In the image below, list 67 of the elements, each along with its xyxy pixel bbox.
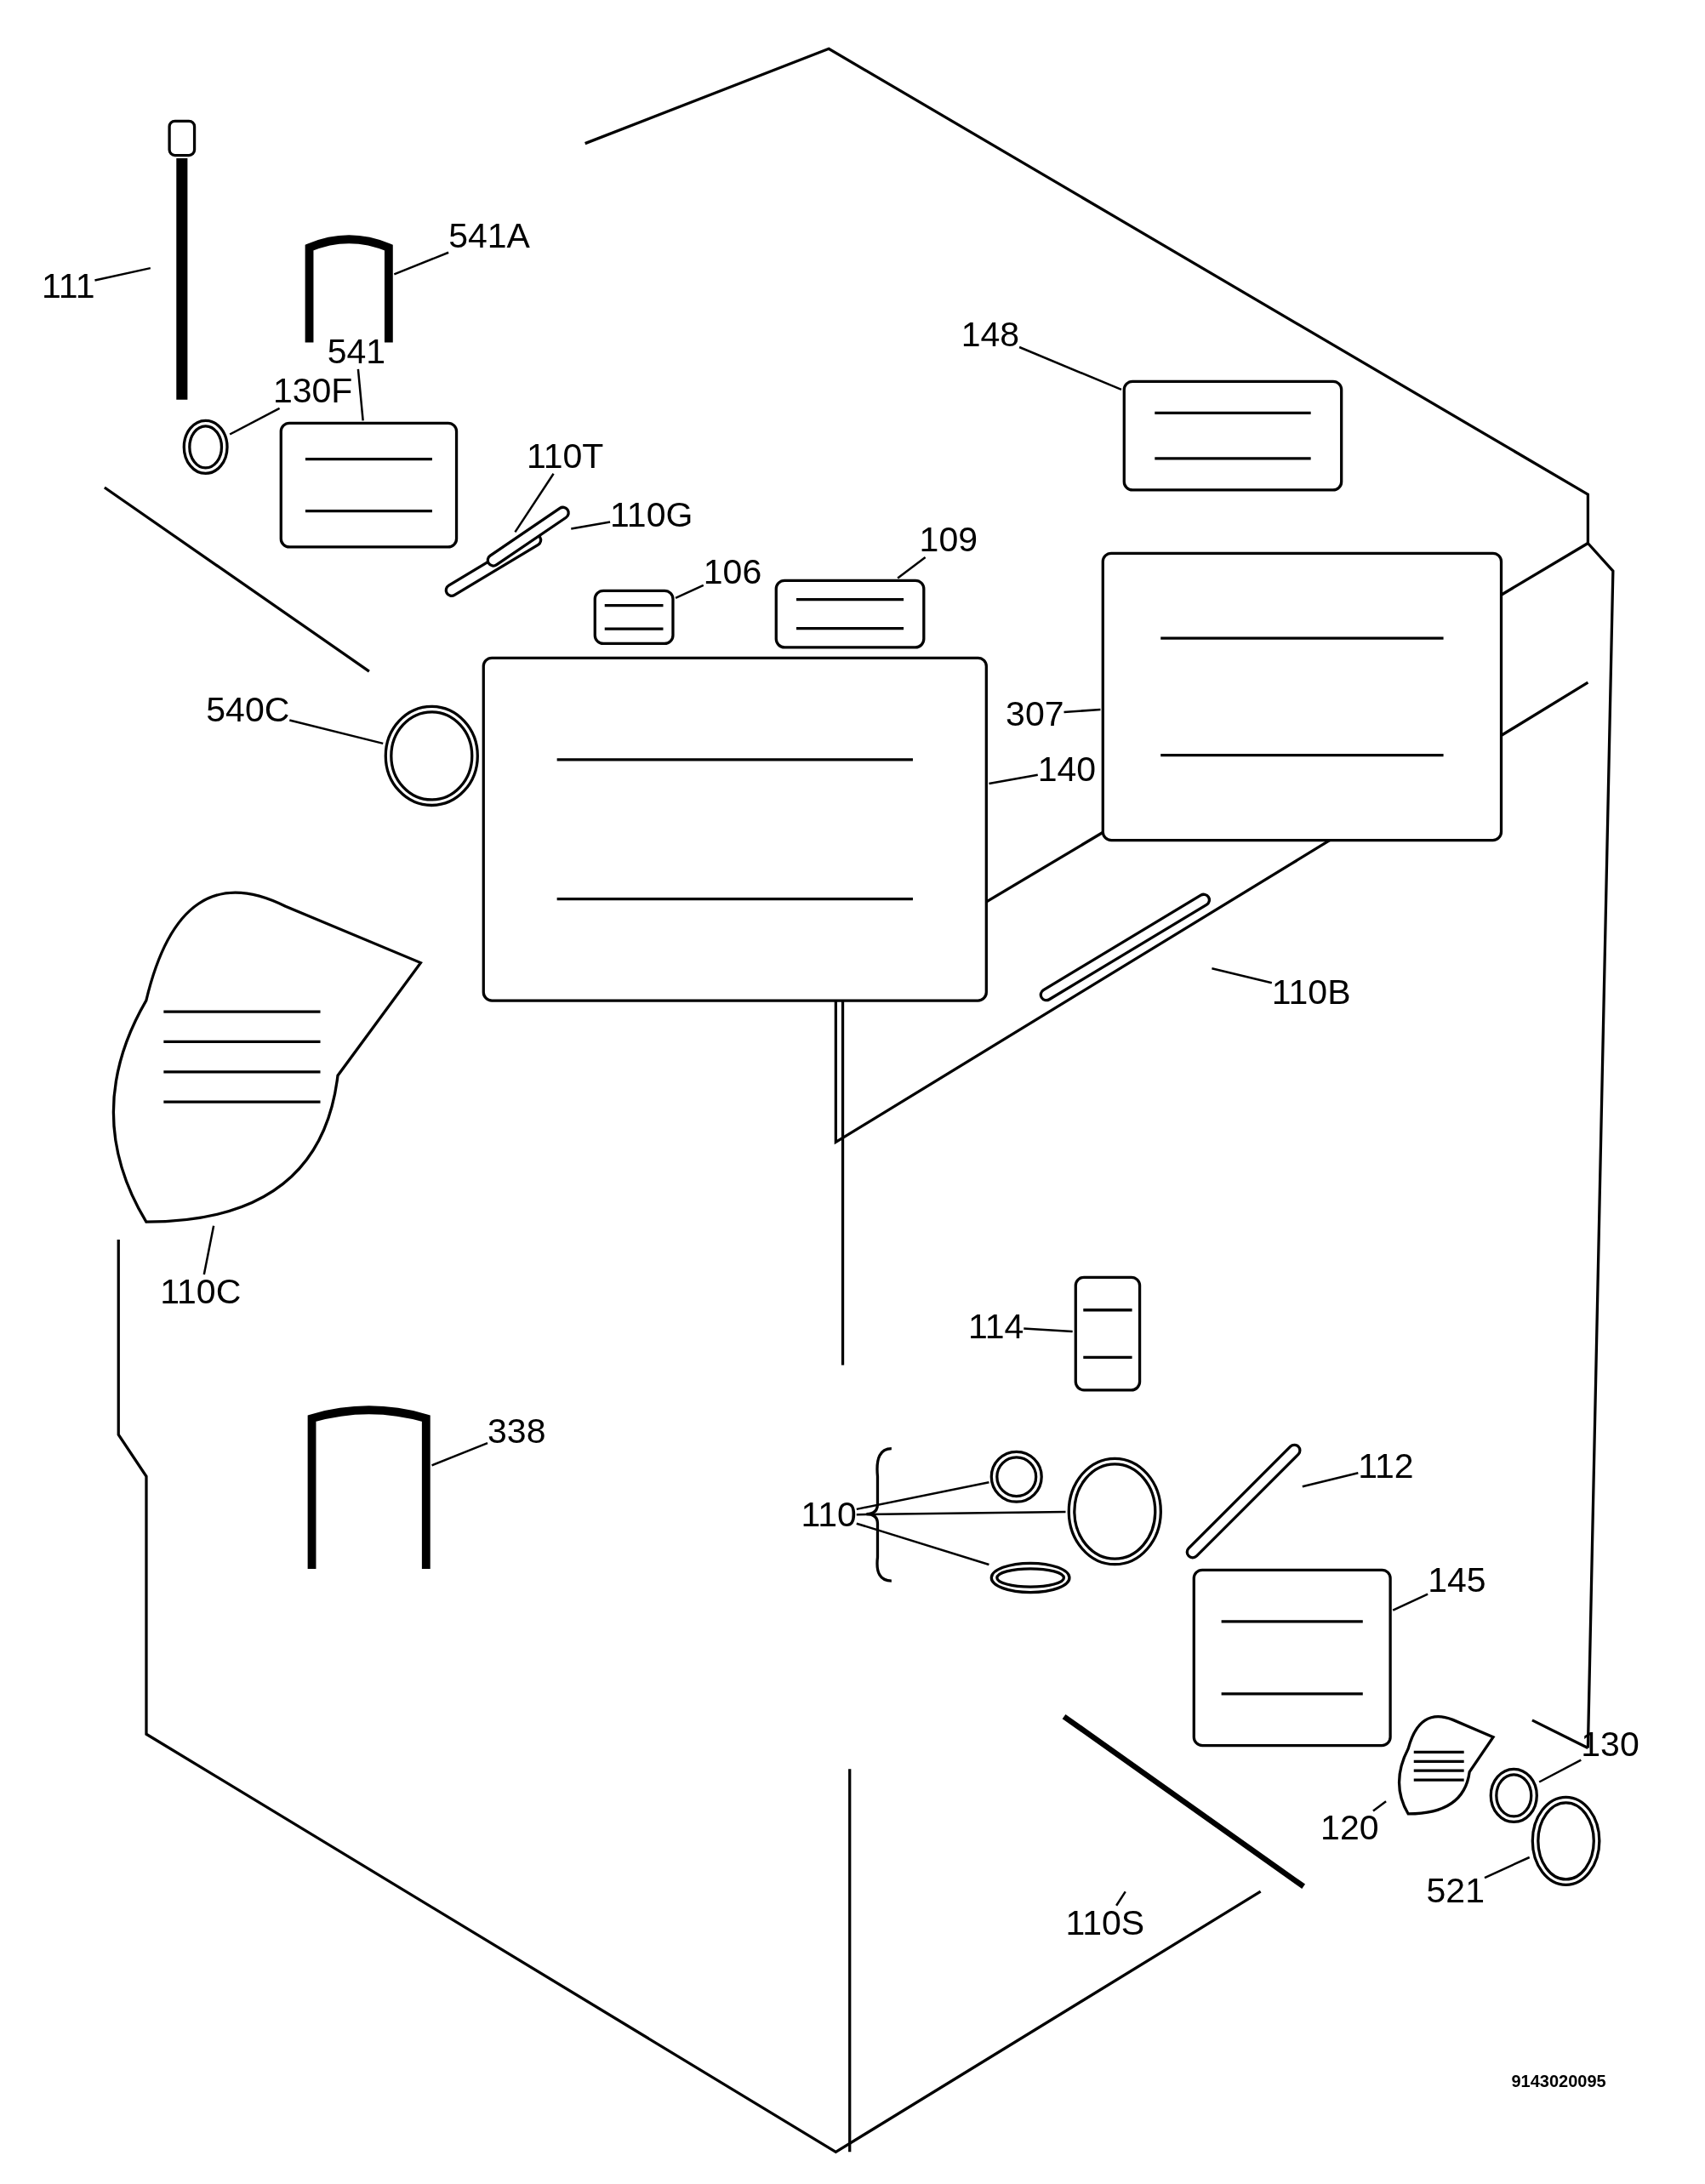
- callout-number: 120: [1320, 1810, 1379, 1846]
- nut-drawing: [180, 418, 231, 476]
- leader-line: [897, 556, 927, 579]
- hose-drawing: [1037, 891, 1212, 1003]
- leader-line: [571, 521, 611, 530]
- leader-line: [989, 773, 1038, 785]
- callout-number: 541A: [448, 219, 530, 254]
- callout-number: 130F: [272, 373, 353, 408]
- drawer-drawing: [1100, 550, 1505, 843]
- leader-line: [856, 1522, 989, 1566]
- leader-line: [1018, 345, 1122, 391]
- callout-number: 110C: [160, 1274, 242, 1310]
- leader-line: [1538, 1759, 1582, 1783]
- valve-drawing: [1072, 1274, 1143, 1394]
- callout-number: 106: [703, 554, 762, 590]
- callout-number: 521: [1426, 1873, 1485, 1909]
- callout-number: 110S: [1065, 1905, 1145, 1941]
- ring-drawing: [383, 703, 481, 808]
- pump-drawing: [1190, 1566, 1394, 1748]
- ring-drawing: [989, 1560, 1073, 1595]
- ball-drawing: [989, 1448, 1045, 1505]
- callout-number: 148: [961, 317, 1020, 353]
- leader-line: [1212, 967, 1273, 984]
- cap-drawing: [1529, 1793, 1602, 1888]
- leader-line: [856, 1510, 1066, 1516]
- leader-line: [675, 584, 704, 599]
- tube-drawing: [484, 504, 572, 568]
- leader-line: [431, 1441, 488, 1467]
- callout-number: 111: [42, 269, 95, 304]
- panel-drawing: [1121, 379, 1344, 493]
- hose-drawing: [1183, 1441, 1303, 1560]
- leader-line: [229, 407, 281, 436]
- leader-line: [1063, 708, 1101, 714]
- leader-line: [202, 1225, 215, 1275]
- pump-housing-drawing: [1065, 1455, 1164, 1567]
- callout-number: 110: [801, 1497, 857, 1533]
- drawing-number: 9143020095: [1511, 2071, 1606, 2091]
- housing-drawing: [480, 654, 989, 1003]
- callout-number: 540C: [206, 692, 290, 727]
- callout-number: 541: [327, 334, 386, 369]
- leader-line: [393, 251, 449, 276]
- connector-drawing: [591, 587, 676, 647]
- leader-line: [1392, 1593, 1428, 1611]
- callout-number: 110T: [526, 438, 604, 474]
- leader-line: [1115, 1890, 1126, 1907]
- callout-number: 145: [1428, 1563, 1486, 1598]
- callout-number: 130: [1581, 1727, 1639, 1763]
- leader-line: [356, 368, 364, 421]
- leader-line: [94, 266, 151, 282]
- leader-line: [1024, 1327, 1073, 1333]
- leader-line: [1372, 1800, 1387, 1812]
- leader-line: [289, 719, 384, 745]
- callout-number: 114: [967, 1309, 1024, 1344]
- callout-number: 110B: [1271, 975, 1351, 1011]
- leader-line: [1484, 1856, 1531, 1879]
- leader-line: [1302, 1472, 1359, 1488]
- callout-number: 307: [1006, 696, 1064, 732]
- ring-drawing: [1487, 1766, 1540, 1825]
- callout-number: 338: [488, 1413, 546, 1449]
- leader-line: [856, 1480, 989, 1511]
- callout-number: 140: [1037, 752, 1097, 788]
- callout-number: 110G: [610, 497, 693, 533]
- bracket-drawing: [278, 420, 460, 550]
- leader-line: [514, 473, 555, 533]
- callout-number: 112: [1358, 1448, 1414, 1484]
- cover-drawing: [773, 578, 927, 651]
- callout-number: 109: [919, 522, 978, 557]
